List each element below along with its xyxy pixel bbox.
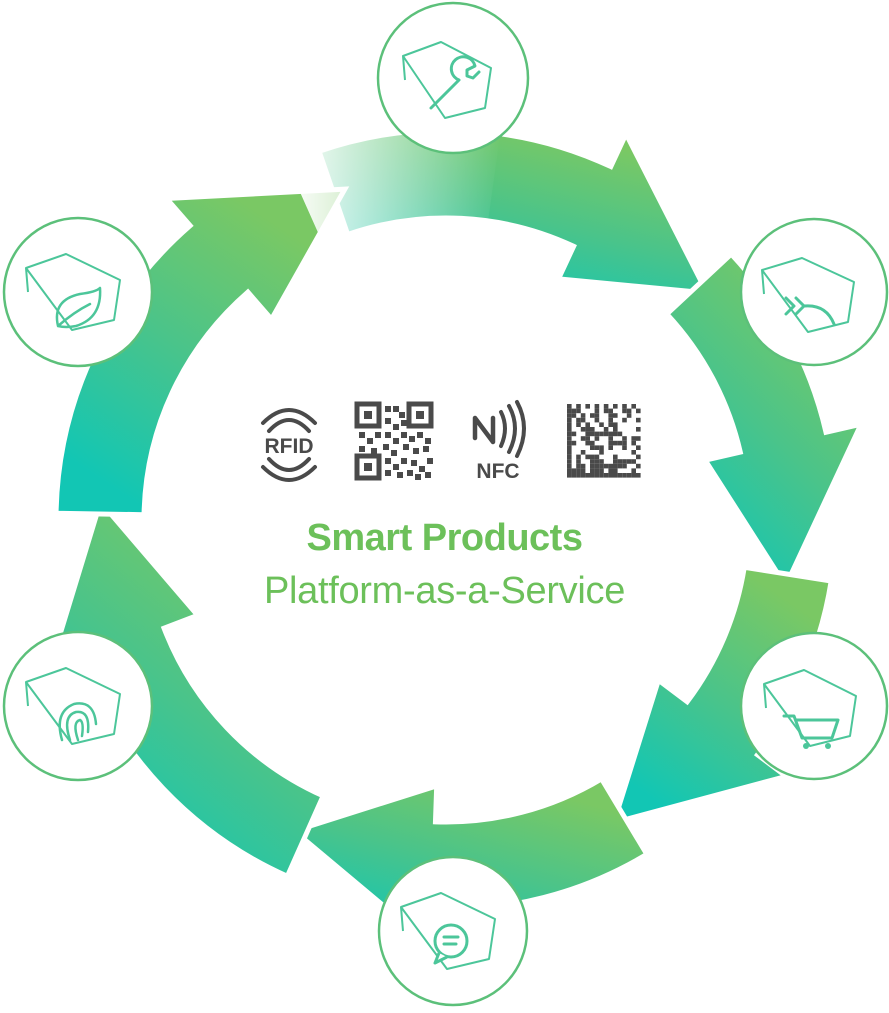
datamatrix-icon (567, 404, 641, 478)
cart-card-stage (739, 631, 889, 781)
title-line-1: Smart Products (306, 517, 583, 559)
cycle-arrows (44, 126, 866, 951)
fingerprint-card-icon (25, 667, 121, 745)
leaf-card-stage (2, 216, 154, 368)
fingerprint-card-stage (2, 630, 154, 782)
rfid-icon: RFID (261, 408, 317, 482)
wrench-card-icon (402, 41, 492, 119)
chat-card-icon (400, 892, 496, 970)
return-card-stage (739, 217, 889, 367)
nfc-label: NFC (476, 460, 519, 483)
leaf-card-icon (25, 253, 121, 331)
arrow-fade-overlay (285, 126, 501, 248)
return-card-icon (761, 257, 855, 333)
cart-card-icon (763, 669, 857, 749)
wrench-card-stage (376, 1, 530, 155)
chat-card-stage (377, 855, 529, 1007)
rfid-label: RFID (265, 435, 314, 458)
cycle-arrow-5 (44, 496, 327, 880)
title-line-2: Platform-as-a-Service (263, 570, 626, 612)
qr-code-icon (354, 401, 434, 481)
cycle-arrow-6 (53, 186, 350, 518)
nfc-icon: NFC (472, 400, 526, 483)
